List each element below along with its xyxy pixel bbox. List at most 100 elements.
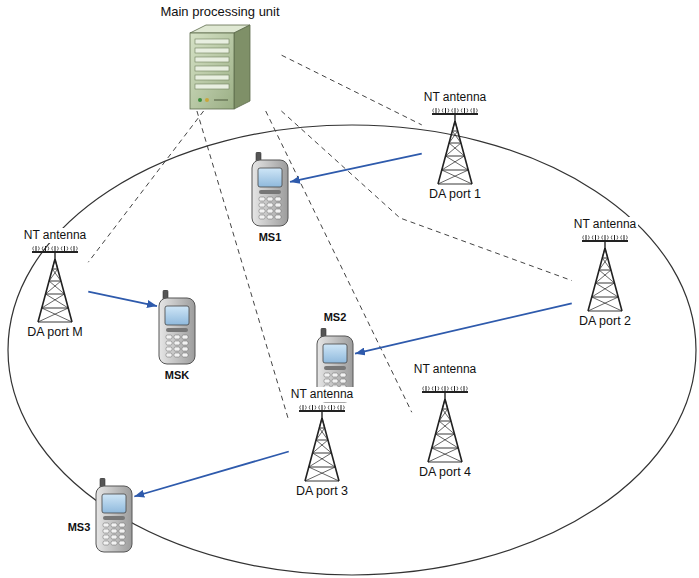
antenna-tower-part <box>442 409 447 410</box>
radio-link-arrow <box>88 292 157 306</box>
antenna-tower-part <box>33 247 40 251</box>
mobile-station-part <box>340 379 346 383</box>
antenna-tower-part <box>614 235 615 241</box>
mobile-station-part <box>119 529 125 533</box>
server-icon-part <box>195 48 229 53</box>
tower-node: NT antennaDA port M <box>22 228 89 340</box>
antenna-tower-part <box>46 294 65 295</box>
antenna-tower-part <box>588 297 622 311</box>
antenna-tower-part <box>54 252 55 259</box>
antenna-tower-part <box>602 248 607 258</box>
mobile-station-part <box>275 209 281 213</box>
mobile-station-part <box>259 197 265 201</box>
server-icon-part <box>198 98 202 102</box>
antenna-tower-part <box>592 236 599 240</box>
server-icon-part <box>195 66 229 71</box>
antenna-tower-part <box>433 109 440 113</box>
antenna-tower-part <box>49 281 61 282</box>
mobile-station-part <box>174 347 180 351</box>
antenna-tower-part <box>602 258 607 259</box>
antenna-tower-part <box>319 406 326 410</box>
antenna-tower-part <box>46 281 65 294</box>
antenna-tower-part <box>309 467 335 468</box>
mobile-station-part <box>267 197 273 201</box>
antenna-tower-part <box>442 156 468 170</box>
mobile-station-part <box>332 373 338 377</box>
antenna-tower-part <box>64 246 65 252</box>
mobile-station-part <box>103 535 109 539</box>
mobile-station-part <box>119 541 125 545</box>
mobile-station-part <box>174 341 180 345</box>
antenna-tower-part <box>445 386 446 392</box>
mobile-station-part <box>267 215 273 219</box>
mobile-station <box>157 290 197 365</box>
fiber-link <box>197 111 289 421</box>
antenna-label: NT antenna <box>412 362 479 377</box>
mobile-station-part <box>259 203 265 207</box>
antenna-tower-part <box>436 108 437 114</box>
antenna-tower-part <box>596 270 615 283</box>
tower-node: NT antenna DA port 4 <box>412 362 479 480</box>
antenna-tower-part <box>452 121 457 131</box>
port-label: DA port 4 <box>417 465 473 480</box>
antenna-tower-part <box>439 409 451 421</box>
port-label: DA port 1 <box>427 187 483 202</box>
antenna-tower-part <box>38 322 72 323</box>
antenna-tower-part <box>61 247 68 251</box>
antenna-tower-part <box>464 386 465 392</box>
antenna-tower-part <box>621 236 628 240</box>
antenna-tower-part <box>461 387 468 391</box>
antenna-tower-part <box>312 405 313 411</box>
mobile-station-part <box>324 366 346 370</box>
antenna-label: NT antenna <box>289 387 356 402</box>
mobile-station-part <box>111 523 117 527</box>
mobile-station-part <box>259 190 281 194</box>
unit-label: Main processing unit <box>158 4 281 19</box>
antenna-tower-part <box>316 428 328 440</box>
mobile-station-part <box>252 160 288 226</box>
antenna-tower-part <box>592 297 618 298</box>
antenna-tower-part <box>435 386 436 392</box>
antenna-tower-part <box>442 109 449 113</box>
antenna-tower-part <box>52 259 57 269</box>
mobile-station-part <box>182 353 188 357</box>
antenna-tower <box>29 245 81 323</box>
antenna-tower-part <box>624 235 625 241</box>
antenna-tower-part <box>316 440 328 441</box>
antenna-tower <box>429 107 481 185</box>
server-icon-part <box>195 75 229 80</box>
server-icon-part <box>195 39 229 44</box>
antenna-tower-part <box>461 109 468 113</box>
tower-node: NT antennaDA port 2 <box>572 217 639 329</box>
server-icon-part <box>205 98 209 102</box>
mobile-station-part <box>324 379 330 383</box>
antenna-tower-part <box>305 481 339 482</box>
antenna-tower-part <box>605 235 606 241</box>
mobile-station-part <box>182 347 188 351</box>
antenna-tower-part <box>595 235 596 241</box>
phone-node: MSK <box>157 290 197 383</box>
antenna-tower-part <box>423 387 430 391</box>
antenna-tower-part <box>52 247 59 251</box>
antenna-tower-part <box>313 453 332 454</box>
antenna-tower-part <box>452 109 459 113</box>
antenna-tower-part <box>588 248 622 311</box>
radio-link-arrow <box>355 303 572 353</box>
antenna-tower-part <box>611 236 618 240</box>
antenna-tower-part <box>36 246 37 252</box>
ms-label: MSK <box>163 368 191 383</box>
antenna-tower-part <box>592 283 618 297</box>
antenna-tower <box>419 385 471 463</box>
antenna-tower-part <box>341 405 342 411</box>
mobile-station-part <box>258 168 282 187</box>
mobile-station-part <box>166 335 172 339</box>
mobile-station-part <box>166 347 172 351</box>
port-label: DA port 3 <box>294 484 350 499</box>
mobile-station-part <box>323 344 347 363</box>
antenna-tower-part <box>474 108 475 114</box>
antenna-tower <box>579 234 631 312</box>
antenna-tower-part <box>338 406 345 410</box>
server-icon-part <box>234 25 250 109</box>
antenna-tower-part <box>599 258 611 270</box>
antenna-tower-part <box>599 270 611 271</box>
